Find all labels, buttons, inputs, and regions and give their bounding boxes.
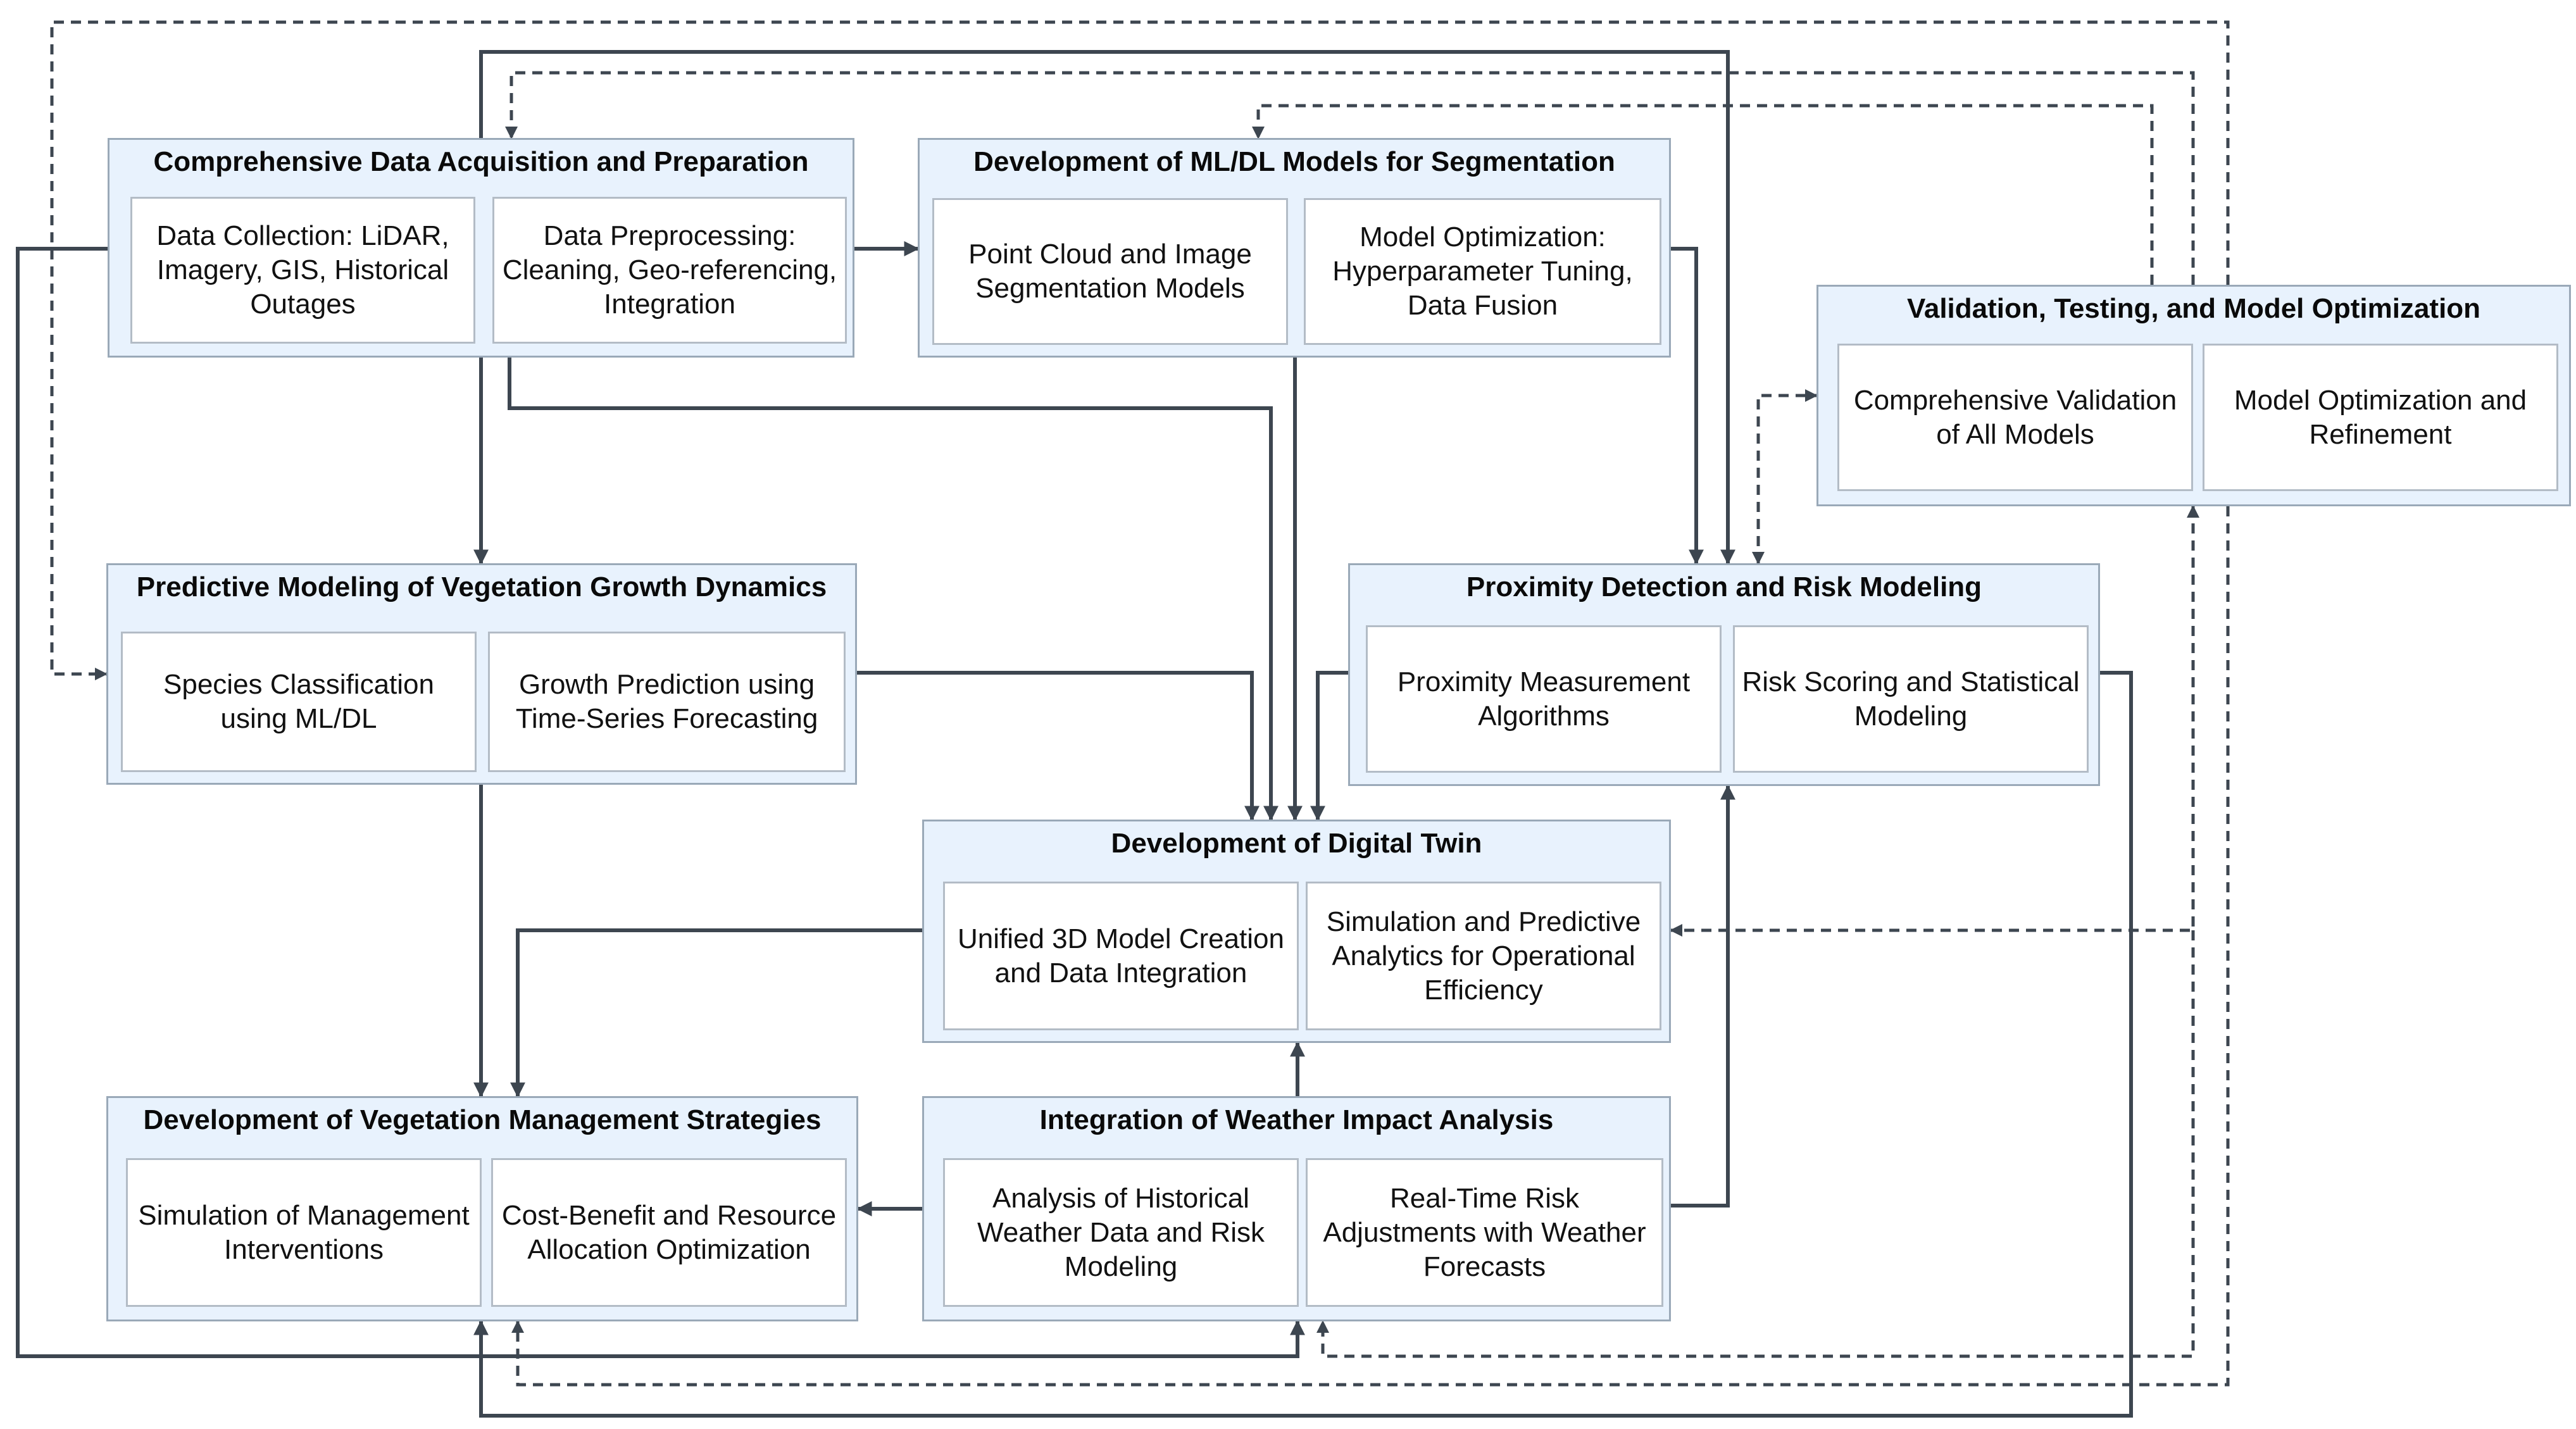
connector-proximity-to-digital-twin — [1310, 671, 1348, 821]
box-label: Cost-Benefit and Resource Allocation Opt… — [501, 1199, 837, 1265]
group-predictive-modeling: Predictive Modeling of Vegetation Growth… — [106, 563, 857, 785]
box-label: Real-Time Risk Adjustments with Weather … — [1323, 1182, 1646, 1282]
group-title: Validation, Testing, and Model Optimizat… — [1906, 293, 2481, 324]
feedback-validation-to-segmentation — [1252, 104, 2154, 285]
box-unified-3d-model: Unified 3D Model Creation and Data Integ… — [943, 882, 1299, 1030]
group-title: Development of ML/DL Models for Segmenta… — [973, 146, 1615, 177]
feedback-proximity-validation — [1752, 389, 1818, 565]
box-label: Growth Prediction using Time-Series Fore… — [515, 669, 818, 734]
box-model-refinement: Model Optimization and Refinement — [2203, 344, 2558, 491]
box-label: Proximity Measurement Algorithms — [1397, 666, 1691, 732]
box-label: Comprehensive Validation of All Models — [1853, 384, 2177, 450]
box-label: Species Classification using ML/DL — [163, 669, 434, 734]
connector-top-loop-to-proximity — [479, 50, 1735, 565]
box-label: Risk Scoring and Statistical Modeling — [1742, 666, 2080, 732]
box-historical-weather: Analysis of Historical Weather Data and … — [943, 1158, 1299, 1307]
group-title: Development of Vegetation Management Str… — [143, 1104, 822, 1135]
box-cost-benefit: Cost-Benefit and Resource Allocation Opt… — [491, 1158, 847, 1307]
box-data-collection: Data Collection: LiDAR, Imagery, GIS, Hi… — [130, 197, 475, 344]
box-simulation-analytics: Simulation and Predictive Analytics for … — [1306, 882, 1661, 1030]
connector-preprocessing-to-digital-twin — [508, 358, 1279, 821]
box-segmentation-models: Point Cloud and Image Segmentation Model… — [932, 198, 1288, 345]
feedback-validation-to-weather — [1316, 930, 2195, 1358]
box-label: Model Optimization: Hyperparameter Tunin… — [1332, 222, 1633, 321]
group-title: Comprehensive Data Acquisition and Prepa… — [153, 146, 809, 177]
feedback-validation-to-predictive — [50, 20, 2230, 680]
group-title: Integration of Weather Impact Analysis — [1039, 1104, 1554, 1135]
connector-optimization-to-proximity — [1671, 247, 1704, 565]
box-label: Unified 3D Model Creation and Data Integ… — [957, 923, 1285, 989]
connector-weather-forecast-to-proximity — [1671, 784, 1735, 1207]
group-validation-testing: Validation, Testing, and Model Optimizat… — [1816, 285, 2571, 506]
group-proximity-risk: Proximity Detection and Risk Modeling Pr… — [1348, 563, 2100, 786]
group-title: Development of Digital Twin — [1111, 828, 1482, 859]
group-weather-impact: Integration of Weather Impact Analysis A… — [922, 1096, 1671, 1321]
feedback-validation-to-acquisition — [505, 71, 2195, 285]
connector-growth-to-digital-twin — [857, 671, 1260, 821]
box-real-time-risk: Real-Time Risk Adjustments with Weather … — [1306, 1158, 1663, 1307]
box-label: Point Cloud and Image Segmentation Model… — [968, 239, 1252, 304]
box-label: Simulation and Predictive Analytics for … — [1326, 906, 1641, 1006]
connector-digital-twin-to-management — [510, 928, 922, 1098]
box-model-optimization: Model Optimization: Hyperparameter Tunin… — [1304, 198, 1661, 345]
box-label: Data Preprocessing: Cleaning, Geo-refere… — [502, 220, 837, 320]
box-label: Analysis of Historical Weather Data and … — [977, 1182, 1265, 1282]
group-title: Predictive Modeling of Vegetation Growth… — [136, 571, 827, 602]
box-simulation-interventions: Simulation of Management Interventions — [126, 1158, 482, 1307]
box-data-preprocessing: Data Preprocessing: Cleaning, Geo-refere… — [492, 197, 847, 344]
feedback-validation-to-management — [511, 506, 2230, 1387]
group-management-strategies: Development of Vegetation Management Str… — [106, 1096, 858, 1321]
group-digital-twin: Development of Digital Twin Unified 3D M… — [922, 820, 1671, 1043]
box-species-classification: Species Classification using ML/DL — [121, 632, 477, 772]
group-data-acquisition: Comprehensive Data Acquisition and Prepa… — [108, 138, 854, 358]
feedback-validation-to-digital-twin — [1670, 505, 2199, 937]
box-label: Model Optimization and Refinement — [2234, 384, 2527, 450]
group-ml-dl-segmentation: Development of ML/DL Models for Segmenta… — [918, 138, 1671, 358]
box-growth-prediction: Growth Prediction using Time-Series Fore… — [488, 632, 846, 772]
group-title: Proximity Detection and Risk Modeling — [1466, 571, 1982, 602]
box-label: Data Collection: LiDAR, Imagery, GIS, Hi… — [156, 220, 449, 320]
box-risk-scoring: Risk Scoring and Statistical Modeling — [1733, 625, 2089, 773]
box-comprehensive-validation: Comprehensive Validation of All Models — [1837, 344, 2193, 491]
box-label: Simulation of Management Interventions — [138, 1199, 470, 1265]
connector-collection-to-weather — [16, 247, 1305, 1358]
box-proximity-measurement: Proximity Measurement Algorithms — [1366, 625, 1722, 773]
